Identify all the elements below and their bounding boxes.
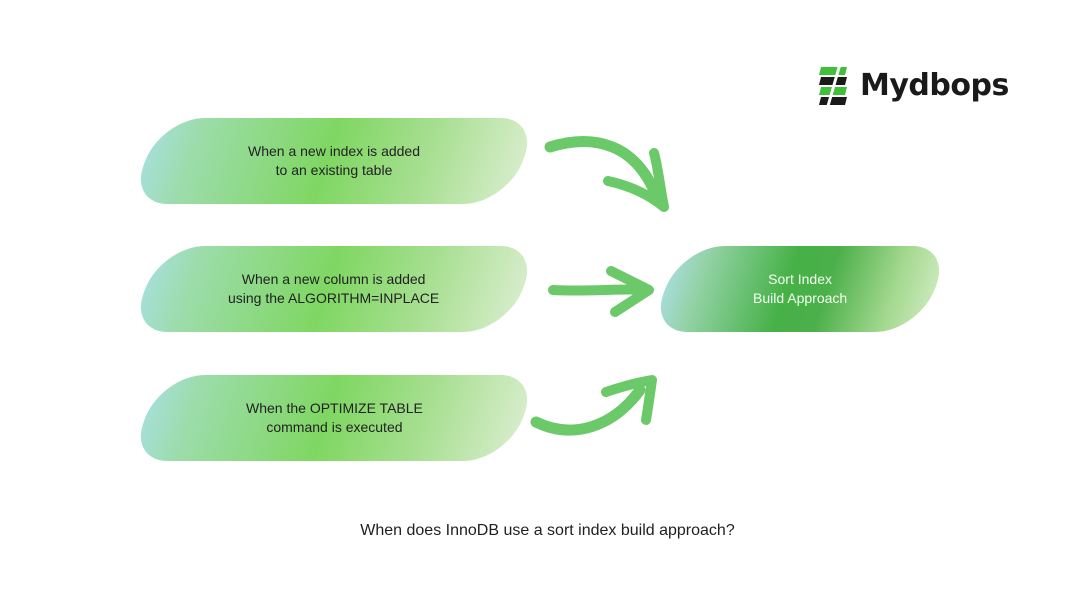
logo-text: Mydbops [860,67,1009,103]
straight-arrow-right-icon [548,266,654,317]
source-optimize-table: When the OPTIMIZE TABLE command is execu… [131,375,537,461]
source-label: When the OPTIMIZE TABLE command is execu… [245,400,423,435]
mydbops-logo: Mydbops [818,60,1009,110]
diagram-caption: When does InnoDB use a sort index build … [360,522,735,539]
source-label: When a new index is added to an existing… [248,143,420,178]
source-new-index: When a new index is added to an existing… [131,118,537,204]
curved-arrow-up-icon [530,375,657,436]
database-logo-icon [819,63,847,107]
target-sort-index-build: Sort Index Build Approach [651,246,949,332]
source-new-column: When a new column is added using the ALG… [131,246,537,332]
curved-arrow-down-icon [544,136,669,212]
source-label: When a new column is added using the ALG… [228,271,440,306]
target-label: Sort Index Build Approach [752,271,848,306]
